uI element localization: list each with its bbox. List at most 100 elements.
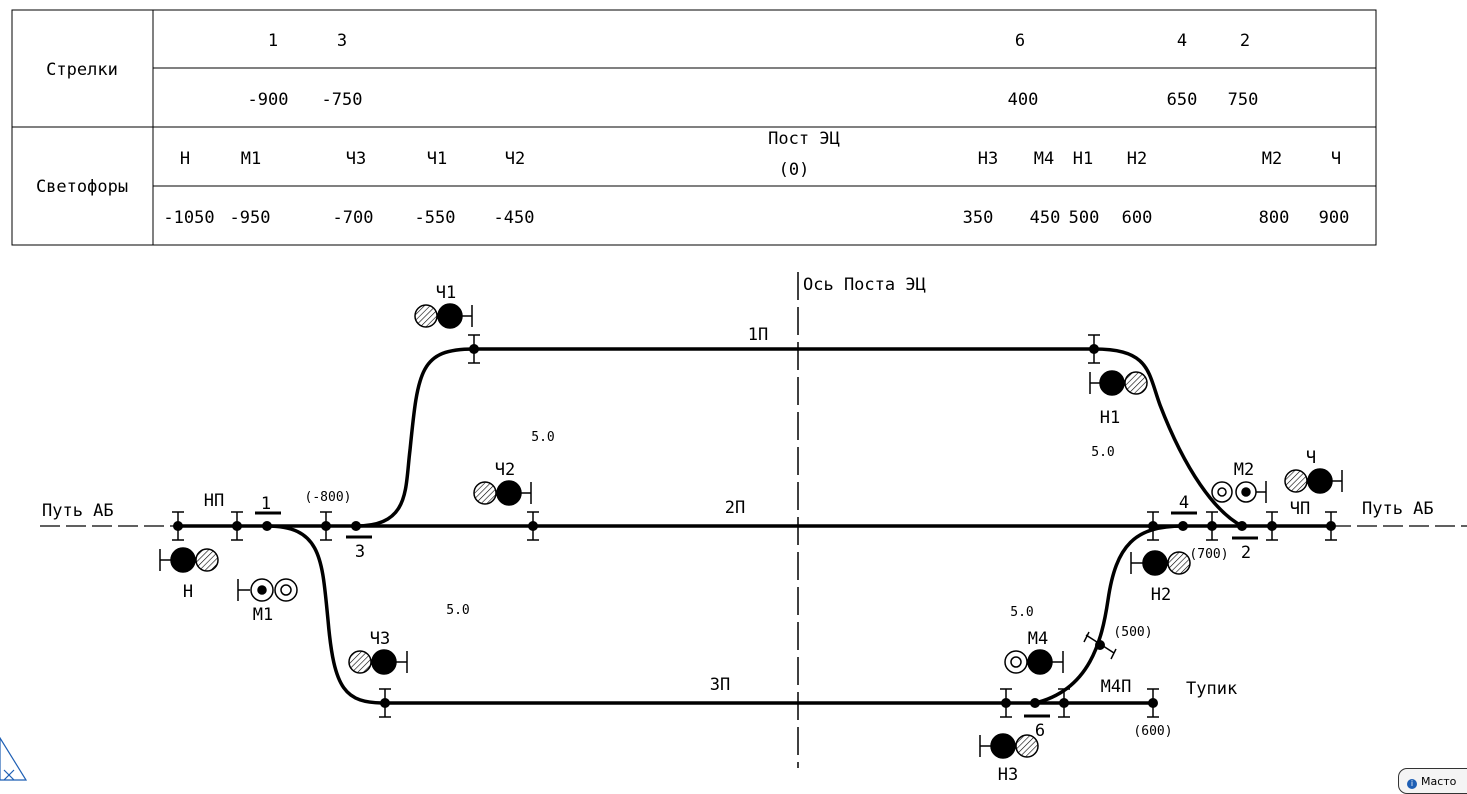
coordinate-label: (-800)	[305, 490, 352, 505]
dead-end-label: Тупик	[1186, 679, 1237, 699]
track-node	[321, 521, 331, 531]
signal-m1	[237, 578, 298, 602]
signal-name: Н1	[1073, 149, 1093, 169]
switch-coord: 650	[1167, 90, 1198, 110]
switch-coord: -750	[322, 90, 363, 110]
track-node	[1148, 698, 1158, 708]
signal-name: Ч2	[505, 149, 525, 169]
signal-coord: -450	[494, 208, 535, 228]
signal-coord: -1050	[163, 208, 214, 228]
signal-coord: 500	[1069, 208, 1100, 228]
switch-coord: 400	[1008, 90, 1039, 110]
signal-label-m1: М1	[253, 605, 273, 625]
switch-name: 4	[1177, 31, 1187, 51]
connection-switch-3-track-1p	[355, 347, 475, 528]
signal-coord: 600	[1122, 208, 1153, 228]
slope-label: 5.0	[446, 603, 469, 618]
track-label-2p: 2П	[725, 498, 745, 518]
track-node	[528, 521, 538, 531]
signal-m2	[1211, 481, 1267, 503]
slope-label: 5.0	[531, 430, 554, 445]
cad-tab-label: Масто	[1421, 775, 1457, 788]
switch-6-point	[1030, 698, 1040, 708]
switch-1-point	[262, 521, 272, 531]
signal-name: Н	[180, 149, 190, 169]
switch-4-point	[1178, 521, 1188, 531]
switch-label-4: 4	[1179, 493, 1189, 513]
track-node	[173, 521, 183, 531]
switch-label-1: 1	[261, 494, 271, 514]
signal-coord: 900	[1319, 208, 1350, 228]
switch-coord: 750	[1228, 90, 1259, 110]
switch-name: 2	[1240, 31, 1250, 51]
signal-name: М4	[1034, 149, 1054, 169]
section-label-m4p: М4П	[1101, 677, 1132, 697]
signal-coord: 800	[1259, 208, 1290, 228]
switch-2-point	[1237, 521, 1247, 531]
track-node	[1001, 698, 1011, 708]
track-node	[232, 521, 242, 531]
switch-name: 3	[337, 31, 347, 51]
track-node	[1148, 521, 1158, 531]
signal-label-ch: Ч	[1306, 448, 1316, 468]
signal-name: Ч3	[346, 149, 366, 169]
signal-m4	[1004, 649, 1064, 675]
signal-label-m2: М2	[1234, 460, 1254, 480]
signal-name: Ч1	[427, 149, 447, 169]
signal-label-n: Н	[183, 582, 193, 602]
signal-name: Ч	[1331, 149, 1341, 169]
switch-label-2: 2	[1241, 543, 1251, 563]
switch-label-3: 3	[355, 542, 365, 562]
switch-3-point	[351, 521, 361, 531]
track-node	[1207, 521, 1217, 531]
slope-label: 5.0	[1010, 605, 1033, 620]
switch-label-6: 6	[1035, 721, 1045, 741]
signal-coord: -950	[230, 208, 271, 228]
signal-coord: 450	[1030, 208, 1061, 228]
signal-label-ch3: Ч3	[370, 629, 390, 649]
signal-ch2	[473, 480, 532, 506]
signal-name: М2	[1262, 149, 1282, 169]
coordinate-label: (500)	[1113, 625, 1152, 640]
signal-name: Н3	[978, 149, 998, 169]
section-label-chp: ЧП	[1290, 499, 1310, 519]
signal-label-ch1: Ч1	[436, 283, 456, 303]
approach-label-right: Путь АБ	[1362, 499, 1434, 519]
switch-name: 6	[1015, 31, 1025, 51]
row-label-signals: Светофоры	[36, 177, 128, 197]
connection-switch-6-switch-4	[1034, 524, 1184, 705]
signal-label-n2: Н2	[1151, 585, 1171, 605]
track-node	[1095, 640, 1105, 650]
track-label-1p: 1П	[748, 325, 768, 345]
signal-ch	[1284, 468, 1343, 494]
track-node	[1267, 521, 1277, 531]
coordinate-label: (700)	[1189, 547, 1228, 562]
section-label-np: НП	[204, 491, 224, 511]
signal-name: Н2	[1127, 149, 1147, 169]
track-node	[380, 698, 390, 708]
signal-coord: -700	[333, 208, 374, 228]
track-node	[1089, 344, 1099, 354]
switch-name: 1	[268, 31, 278, 51]
switch-coord: -900	[248, 90, 289, 110]
signal-n1	[1089, 370, 1148, 396]
row-label-switches: Стрелки	[46, 60, 118, 80]
signal-label-ch2: Ч2	[495, 460, 515, 480]
track-node	[469, 344, 479, 354]
post-coord: (0)	[779, 160, 810, 180]
signal-n3	[979, 733, 1039, 759]
ucs-icon	[0, 736, 28, 781]
slope-label: 5.0	[1091, 445, 1114, 460]
track-node	[1326, 521, 1336, 531]
signal-label-n3: Н3	[998, 765, 1018, 785]
signal-n	[159, 547, 219, 573]
connection-track-1p-switch-2	[1093, 347, 1243, 528]
signal-ch1	[414, 303, 473, 329]
signal-coord: -550	[415, 208, 456, 228]
signal-name: М1	[241, 149, 261, 169]
signal-label-m4: М4	[1028, 629, 1048, 649]
connection-switch-1-track-3p	[266, 524, 386, 705]
post-axis-label: Ось Поста ЭЦ	[803, 275, 926, 295]
